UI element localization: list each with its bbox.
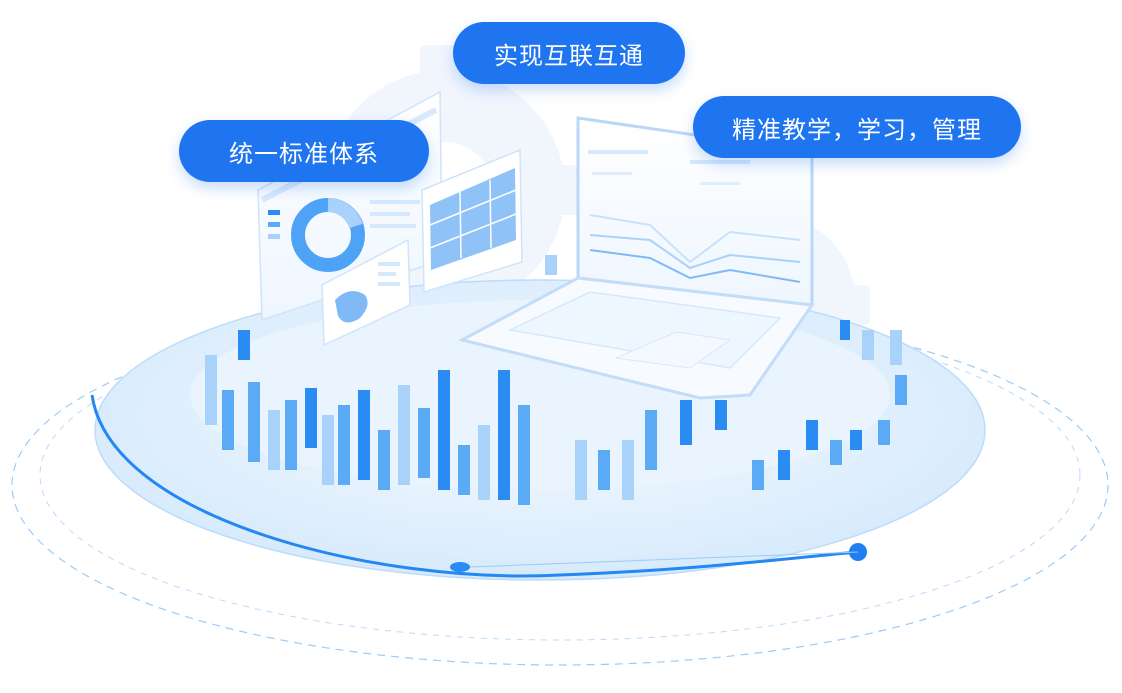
ring-bar	[378, 430, 390, 490]
feature-pill-precision-teaching: 精准教学，学习，管理	[693, 96, 1021, 158]
ring-bar	[248, 382, 260, 462]
ring-bar	[806, 420, 818, 450]
line-chart-icon	[588, 150, 801, 283]
ring-bar	[478, 425, 490, 500]
ring-bar	[238, 330, 250, 360]
ring-bar	[680, 400, 692, 445]
ring-bar	[598, 450, 610, 490]
ring-bar	[752, 460, 764, 490]
ring-bar	[840, 320, 850, 340]
ring-bar	[498, 370, 510, 500]
table-panel	[421, 148, 523, 294]
orbit-arc	[90, 394, 859, 578]
ring-bar	[458, 445, 470, 495]
ring-bar	[285, 400, 297, 470]
ring-bar	[645, 410, 657, 470]
ring-bar	[222, 390, 234, 450]
map-icon	[321, 238, 411, 347]
ring-bar	[715, 400, 727, 430]
ring-bar	[338, 405, 350, 485]
ring-bar	[358, 390, 370, 480]
feature-pill-interconnection: 实现互联互通	[453, 22, 685, 84]
orbit-node	[450, 562, 470, 572]
ring-bar	[830, 440, 842, 465]
ring-bar	[890, 330, 902, 365]
ring-bar	[575, 440, 587, 500]
ring-bar	[438, 370, 450, 490]
ring-bar	[778, 450, 790, 480]
ring-bar	[862, 330, 874, 360]
ring-bar	[545, 255, 557, 275]
ring-bar	[322, 415, 334, 485]
ring-bar	[418, 408, 430, 478]
ring-bar	[895, 375, 907, 405]
orbit-ring-dashed	[39, 309, 1081, 641]
ring-bar	[850, 430, 862, 450]
ring-bar	[518, 405, 530, 505]
bar-ring	[205, 255, 907, 505]
ring-bar	[205, 355, 217, 425]
ring-bar	[305, 388, 317, 448]
feature-pill-unified-standard: 统一标准体系	[179, 120, 429, 182]
ring-bar	[268, 410, 280, 470]
ring-bar	[398, 385, 410, 485]
ring-bar	[878, 420, 890, 445]
ring-bar	[622, 440, 634, 500]
